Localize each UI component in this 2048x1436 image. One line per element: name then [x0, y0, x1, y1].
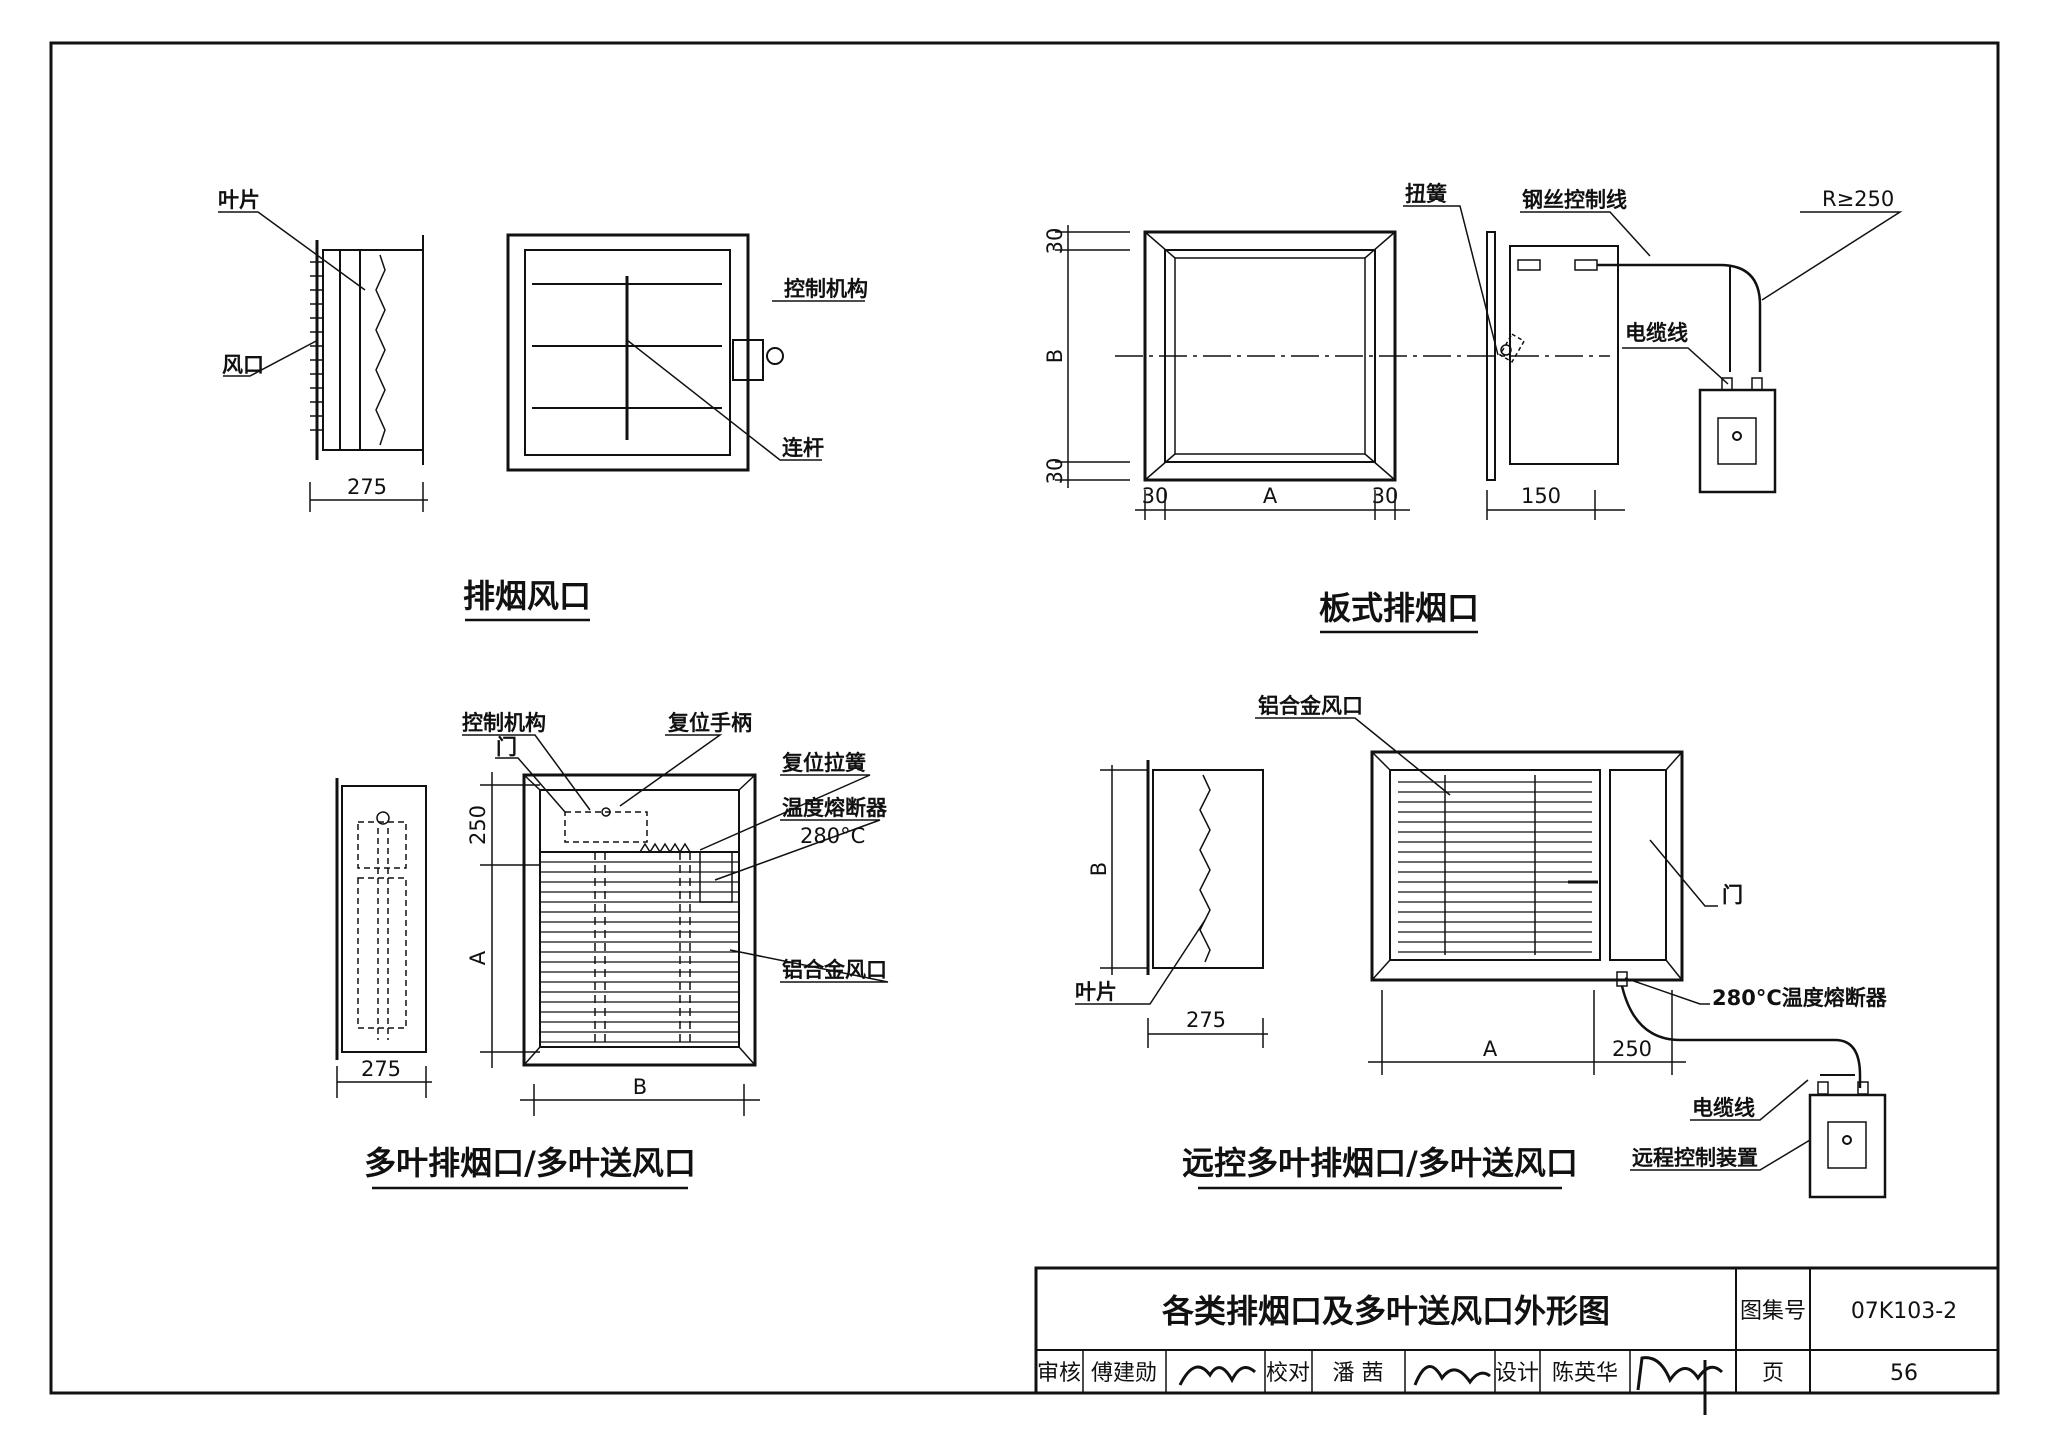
review-label: 审核: [1037, 1361, 1081, 1386]
exhaust-vent-caption: 排烟风口: [463, 577, 591, 615]
remote-cable-label: 电缆线: [1692, 1096, 1755, 1120]
check-label: 校对: [1266, 1361, 1310, 1386]
multi-blade-caption: 多叶排烟口/多叶送风口: [364, 1144, 696, 1182]
remote-blade-label: 叶片: [1075, 980, 1117, 1004]
plate-vent-drawing: [1055, 205, 1903, 520]
atlas-label: 图集号: [1740, 1299, 1806, 1324]
multi-blade-fuse-temp-label: 280°C: [800, 824, 865, 848]
page-label: 页: [1762, 1361, 1784, 1386]
reviewer-signature: [1178, 1365, 1257, 1386]
exhaust-vent-vent-label: 风口: [222, 353, 264, 377]
remote-device-label: 远程控制装置: [1632, 1146, 1758, 1170]
designer-name: 陈英华: [1552, 1361, 1618, 1386]
page-number: 56: [1890, 1361, 1918, 1386]
plate-vent-top-dim: 30: [1043, 228, 1067, 255]
exhaust-vent-blade-label: 叶片: [218, 188, 260, 212]
multi-blade-height-dim: A: [466, 950, 490, 965]
exhaust-vent-drawing: [218, 211, 865, 512]
sheet-border: [49, 41, 2000, 1395]
plate-vent-caption: 板式排烟口: [1319, 589, 1479, 627]
remote-caption: 远控多叶排烟口/多叶送风口: [1182, 1144, 1578, 1182]
multi-blade-depth-dim: 275: [361, 1057, 401, 1081]
multi-blade-grille-label: 铝合金风口: [782, 958, 887, 982]
exhaust-vent-rod-label: 连杆: [782, 436, 824, 460]
plate-vent-radius-label: R≥250: [1822, 187, 1894, 211]
checker-signature: [1413, 1365, 1491, 1386]
remote-grille-label: 铝合金风口: [1258, 694, 1363, 718]
remote-door-label: 门: [1722, 883, 1743, 907]
design-label: 设计: [1495, 1361, 1539, 1386]
sheet-title: 各类排烟口及多叶送风口外形图: [1162, 1292, 1610, 1330]
multi-blade-handle-label: 复位手柄: [667, 711, 752, 735]
multi-blade-drawing: [335, 734, 889, 1116]
plate-vent-wire-label: 钢丝控制线: [1522, 188, 1627, 212]
plate-vent-right-dim: 30: [1372, 484, 1399, 508]
remote-height-dim: B: [1087, 862, 1111, 876]
plate-vent-cable-label: 电缆线: [1625, 321, 1688, 345]
title-block: [1034, 1266, 2000, 1415]
multi-blade-width-dim: B: [633, 1075, 647, 1099]
plate-vent-height-dim: B: [1043, 349, 1067, 363]
plate-vent-spring-label: 扭簧: [1405, 182, 1447, 206]
remote-door-width-dim: 250: [1612, 1037, 1652, 1061]
reviewer-name: 傅建勋: [1091, 1361, 1157, 1386]
multi-blade-control-label: 控制机构: [462, 711, 546, 735]
designer-signature: [1636, 1356, 1724, 1415]
plate-vent-width-dim: A: [1263, 484, 1278, 508]
remote-fuse-label: 280°C温度熔断器: [1712, 986, 1888, 1010]
plate-vent-left-dim: 30: [1142, 484, 1169, 508]
remote-width-dim: A: [1483, 1037, 1498, 1061]
plate-vent-depth-dim: 150: [1521, 484, 1561, 508]
plate-vent-bottom-dim: 30: [1043, 458, 1067, 485]
exhaust-vent-depth-dim: 275: [347, 475, 387, 499]
checker-name: 潘 茜: [1333, 1361, 1384, 1386]
remote-multi-blade-drawing: [1075, 717, 1887, 1199]
multi-blade-fuse-label: 温度熔断器: [782, 796, 888, 820]
remote-depth-dim: 275: [1186, 1008, 1226, 1032]
multi-blade-door-label: 门: [496, 735, 517, 759]
multi-blade-door-height-dim: 250: [466, 805, 490, 845]
exhaust-vent-control-label: 控制机构: [784, 277, 868, 301]
multi-blade-reset-spring-label: 复位拉簧: [781, 751, 866, 775]
atlas-number: 07K103-2: [1851, 1299, 1957, 1324]
